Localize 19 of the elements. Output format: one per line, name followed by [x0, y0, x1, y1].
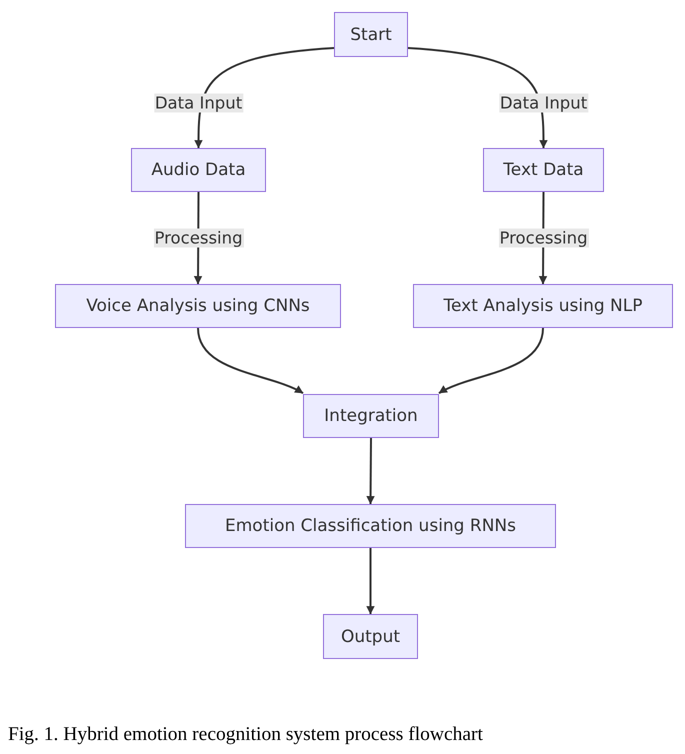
process-box: Voice Analysis using CNNs	[55, 284, 341, 328]
arrow	[438, 328, 544, 394]
edge-label: Data Input	[154, 94, 244, 112]
process-box: Text Data	[483, 148, 604, 192]
arrow	[194, 47, 334, 148]
arrow	[197, 328, 304, 394]
arrow	[366, 548, 375, 614]
edge-label: Processing	[153, 228, 244, 248]
process-box: Audio Data	[131, 148, 266, 192]
process-box: Emotion Classification using RNNs	[185, 504, 556, 548]
process-box: Output	[323, 614, 418, 659]
process-box: Start	[334, 12, 408, 57]
edge-label: Processing	[498, 228, 589, 248]
process-box: Text Analysis using NLP	[413, 284, 673, 328]
process-box: Integration	[303, 394, 439, 438]
edge-label: Data Input	[498, 94, 588, 112]
arrow	[366, 438, 375, 504]
caption: Fig. 1. Hybrid emotion recognition system process flowchart	[8, 724, 483, 746]
arrow	[408, 47, 548, 148]
